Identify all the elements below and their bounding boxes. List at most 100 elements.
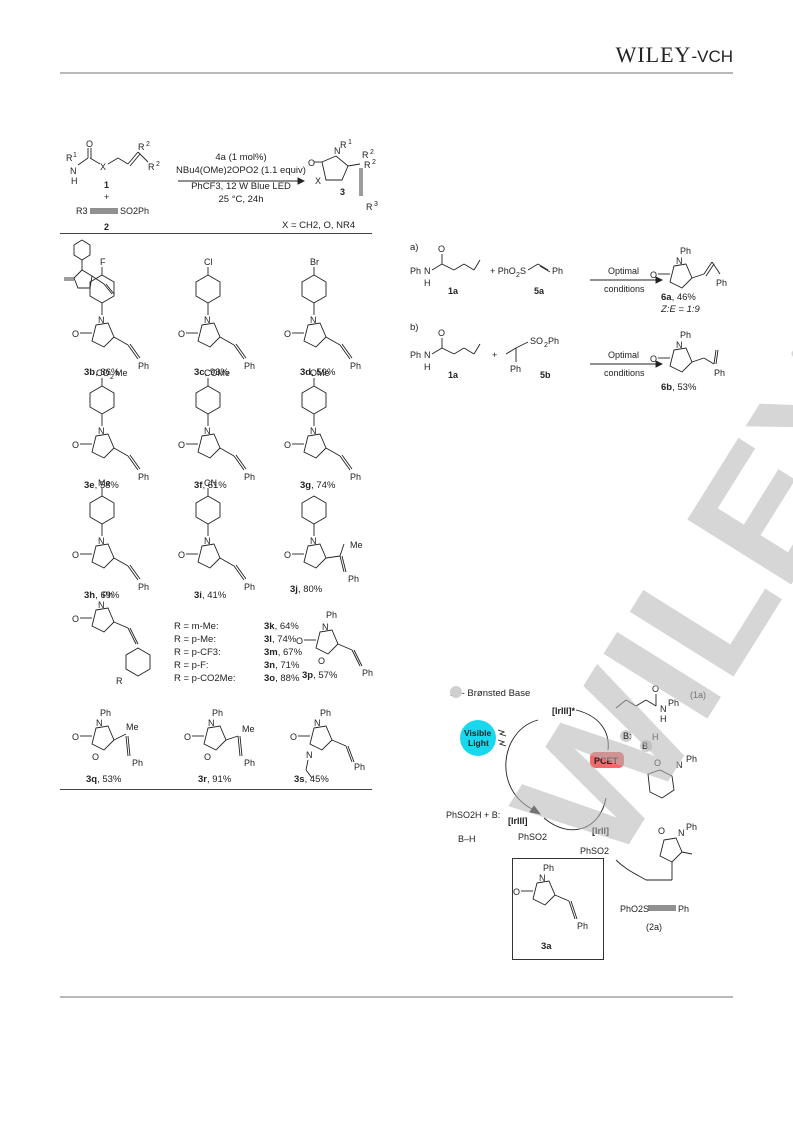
svg-text:N: N [98, 426, 105, 436]
svg-text:2: 2 [110, 374, 114, 381]
svg-text:Ph: Ph [244, 472, 255, 482]
svg-text:Optimal: Optimal [608, 350, 639, 360]
scheme-a-label: a) [410, 242, 419, 253]
svg-text:N: N [204, 536, 211, 546]
reagent-1-label: 1 [104, 180, 109, 190]
svg-text:N: N [678, 828, 685, 838]
svg-text:N: N [322, 622, 329, 632]
svg-text:2: 2 [372, 159, 376, 166]
svg-text:Ph: Ph [686, 822, 697, 832]
svg-text:N: N [98, 600, 105, 610]
svg-text:SO: SO [530, 336, 543, 346]
svg-text:Ph: Ph [543, 863, 554, 873]
svg-text:O: O [72, 550, 79, 560]
svg-text:N: N [424, 350, 431, 360]
svg-text:Ph: Ph [410, 350, 421, 360]
svg-text:Cl: Cl [204, 257, 213, 267]
visible-light-bubble [460, 720, 496, 756]
svg-text:Me: Me [98, 478, 111, 488]
svg-text:O: O [92, 752, 99, 762]
svg-text:O: O [318, 656, 325, 666]
x-definition: X = CH2, O, NR4 [282, 220, 356, 231]
svg-text:N: N [306, 750, 313, 760]
scheme-b-label: b) [410, 322, 419, 333]
svg-text:Ph: Ph [548, 336, 559, 346]
svg-text:5a: 5a [534, 286, 545, 296]
svg-text:Ph: Ph [410, 266, 421, 276]
svg-text:N: N [676, 760, 683, 770]
svg-text:[IrIII]: [IrIII] [508, 816, 528, 826]
svg-text:O: O [178, 440, 185, 450]
publisher-logo: WILEY-VCH [615, 42, 733, 67]
svg-text:Ph: Ph [132, 758, 143, 768]
svg-text:N: N [314, 718, 321, 728]
header-rule [60, 72, 733, 74]
svg-text:O: O [284, 329, 291, 339]
svg-text:Ph: Ph [138, 582, 149, 592]
svg-text:Light: Light [468, 738, 489, 748]
svg-text:O: O [284, 550, 291, 560]
svg-text:F: F [100, 257, 106, 267]
svg-text:X: X [315, 176, 321, 186]
svg-text:N: N [310, 426, 317, 436]
svg-text:Ph: Ph [678, 904, 689, 914]
svg-text:Me: Me [115, 368, 128, 378]
svg-text:O: O [72, 614, 79, 624]
svg-text:1a: 1a [448, 286, 459, 296]
svg-text:CO: CO [96, 368, 110, 378]
svg-text:[IrIII]*: [IrIII]* [552, 706, 575, 716]
scheme-a-ratio: Z:E = 1:9 [661, 304, 700, 315]
svg-text:Ph: Ph [350, 361, 361, 371]
svg-text:conditions: conditions [604, 368, 645, 378]
svg-text:5b: 5b [540, 370, 551, 380]
svg-text:R: R [366, 202, 373, 212]
svg-text:Ph: Ph [354, 762, 365, 772]
scheme-b-yield: 6b, 53% [661, 382, 697, 393]
svg-text:+ PhO: + PhO [490, 266, 516, 276]
svg-text:O: O [650, 354, 657, 364]
svg-text:CN: CN [204, 478, 217, 488]
svg-text:Visible: Visible [464, 728, 492, 738]
svg-text:B: B [642, 741, 648, 751]
svg-text:SO2Ph: SO2Ph [120, 206, 149, 216]
svg-text:N: N [96, 718, 103, 728]
svg-text:O: O [178, 550, 185, 560]
svg-text:N: N [676, 256, 683, 266]
svg-text:S: S [520, 266, 526, 276]
scope-bottom-rule [60, 789, 372, 790]
footer-rule [60, 996, 733, 998]
svg-text:Ph: Ph [212, 708, 223, 718]
svg-text:O: O [284, 440, 291, 450]
svg-text:2: 2 [146, 141, 150, 148]
pcet-badge [590, 752, 624, 768]
svg-text:2: 2 [156, 161, 160, 168]
svg-text:O: O [654, 758, 661, 768]
svg-text:R3: R3 [76, 206, 88, 216]
svg-text:R: R [340, 140, 347, 150]
svg-text:Ph: Ph [686, 754, 697, 764]
svg-text:R: R [364, 160, 371, 170]
svg-text:[IrII]: [IrII] [592, 826, 609, 836]
svg-text:conditions: conditions [604, 284, 645, 294]
svg-text:O: O [650, 270, 657, 280]
svg-text:O: O [72, 329, 79, 339]
svg-text:+: + [492, 350, 497, 360]
svg-text:(1a): (1a) [690, 690, 706, 700]
svg-text:O: O [72, 732, 79, 742]
svg-text:1: 1 [348, 139, 352, 146]
svg-text:2: 2 [544, 342, 548, 349]
svg-text:O: O [296, 636, 303, 646]
svg-text:O: O [72, 440, 79, 450]
base-marker-icon [450, 686, 462, 698]
svg-text:Ph: Ph [716, 278, 727, 288]
svg-text:Ph: Ph [348, 574, 359, 584]
svg-text:N: N [204, 426, 211, 436]
svg-text:Me: Me [126, 722, 139, 732]
svg-text:N: N [208, 718, 215, 728]
svg-text:Br: Br [310, 257, 319, 267]
svg-text:N: N [660, 704, 667, 714]
svg-text:Ph: Ph [350, 472, 361, 482]
svg-text:(2a): (2a) [646, 922, 662, 932]
